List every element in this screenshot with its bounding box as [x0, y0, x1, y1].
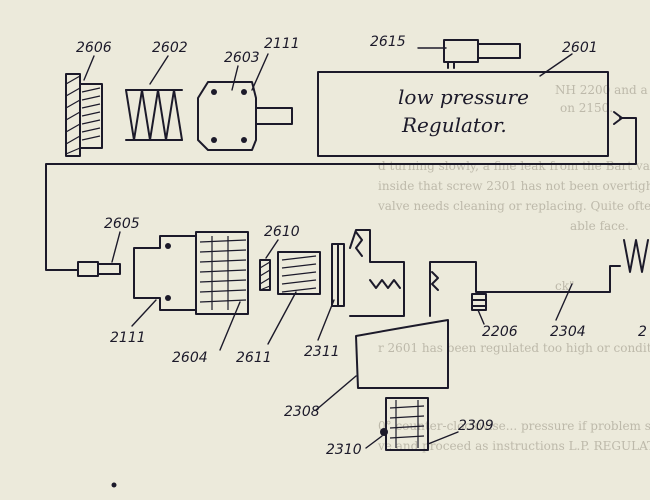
part-2206-screw: [471, 293, 487, 311]
bleed-line-10: ve and proceed as instructions L.P. REGU…: [377, 439, 650, 453]
part-2610-washer: [259, 259, 271, 291]
callout-2611: 2611: [236, 350, 272, 366]
callout-2606: 2606: [76, 40, 112, 56]
callout-2308: 2308: [284, 404, 320, 420]
bleed-line-4: inside that screw 2301 has not been over…: [378, 179, 650, 193]
part-2304-body: [349, 229, 621, 317]
callout-2604: 2604: [172, 350, 208, 366]
callout-2311: 2311: [304, 344, 340, 360]
callout-2610: 2610: [264, 224, 300, 240]
bleed-line-6: able face.: [570, 219, 629, 233]
part-2601-regulator: low pressure Regulator.: [317, 71, 609, 157]
stray-dot: [111, 482, 117, 488]
part-2308-block: [355, 319, 449, 389]
part-edge-spring: [623, 239, 649, 273]
part-2602-spring: [125, 89, 183, 141]
part-2604-block: [195, 231, 249, 315]
part-2311-plate: [331, 243, 345, 307]
bleed-line-9: 0° counter-clockwise... pressure if prob…: [378, 419, 650, 433]
callout-2605: 2605: [104, 216, 140, 232]
regulator-label-line1: low pressure: [398, 85, 529, 109]
callout-labels: 2606 2602 2603 2111 2615 2601 2605 2610 …: [76, 34, 647, 458]
callout-2206: 2206: [482, 324, 518, 340]
callout-2304: 2304: [550, 324, 586, 340]
callout-2310: 2310: [326, 442, 362, 458]
bleed-line-1: NH 2200 and a seal; then sit on the seal…: [555, 83, 650, 97]
part-2615-fitting: [443, 39, 521, 69]
part-2111-body: [133, 235, 197, 311]
bleed-line-2: on 2150.: [560, 101, 613, 115]
part-2606-nut: [65, 73, 103, 157]
bleed-line-3: d turning slowly, a fine leak from the B…: [378, 159, 650, 173]
callout-2601: 2601: [562, 40, 598, 56]
callout-2309: 2309: [458, 418, 494, 434]
callout-2602: 2602: [152, 40, 188, 56]
callout-2603: 2603: [224, 50, 260, 66]
part-2605-needle: [61, 261, 121, 277]
part-2603-housing: [197, 81, 293, 151]
callout-2-edge: 2: [638, 324, 647, 340]
regulator-label-line2: Regulator.: [401, 113, 507, 137]
part-2611-nut: [277, 251, 321, 295]
callout-2111-top: 2111: [264, 36, 300, 52]
bleed-line-8: r 2601 has been regulated too high or co…: [378, 341, 650, 355]
bleed-line-5: valve needs cleaning or replacing. Quite…: [377, 199, 650, 213]
callout-2615: 2615: [370, 34, 406, 50]
leader-lines: [83, 47, 573, 449]
bleed-through-text: NH 2200 and a seal; then sit on the seal…: [377, 83, 650, 453]
part-2309-plug: [380, 397, 429, 451]
callout-2111-bottom: 2111: [110, 330, 146, 346]
flow-line: [45, 111, 637, 271]
